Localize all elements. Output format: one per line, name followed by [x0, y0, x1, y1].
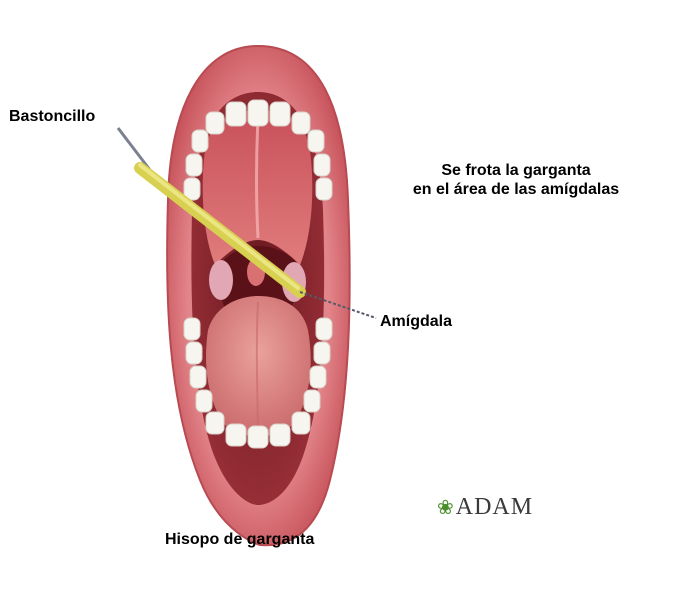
left-tonsil [209, 260, 233, 300]
rub-instruction-line-1: Se frota la garganta [360, 161, 672, 180]
adam-logo: ❀ADAM [437, 494, 533, 521]
tonsil-label: Amígdala [380, 312, 452, 331]
tongue-groove [257, 302, 258, 428]
rub-instruction-label: Se frota la garganta en el área de las a… [360, 161, 672, 199]
palate-raphe [257, 118, 259, 238]
logo-text: ADAM [456, 494, 533, 520]
diagram-title: Hisopo de garganta [165, 530, 314, 549]
leaf-icon: ❀ [437, 497, 455, 519]
swab-label: Bastoncillo [9, 107, 95, 126]
rub-instruction-line-2: en el área de las amígdalas [360, 180, 672, 199]
